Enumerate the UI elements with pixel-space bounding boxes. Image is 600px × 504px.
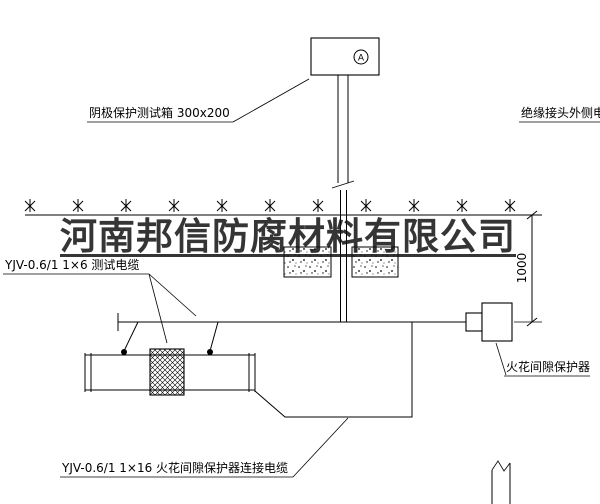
ammeter-icon [353, 49, 369, 65]
label-spark-gap-cable-text: YJV-0.6/1 1×16 火花间隙保护器连接电缆 [61, 460, 288, 475]
pipeline [84, 348, 256, 396]
leader-test-cable-1 [148, 273, 197, 317]
pipe-riser-symbol [491, 460, 511, 504]
label-spark-gap-cable: YJV-0.6/1 1×16 火花间隙保护器连接电缆 [60, 417, 349, 478]
concrete-block-left [283, 246, 332, 278]
dim-tick-top [526, 210, 538, 220]
spark-gap-protector [465, 302, 513, 342]
leader-test-box [232, 78, 310, 123]
label-test-box-text: 阴极保护测试箱 300x200 [89, 105, 230, 120]
weld-riser-right [209, 321, 219, 352]
insulating-joint [149, 348, 185, 396]
weld-riser-left [123, 321, 139, 352]
spark-gap-cable-run [254, 322, 413, 418]
leader-spark-gap [495, 342, 507, 376]
dim-tick-bottom [526, 317, 538, 327]
riser-conduit [331, 75, 355, 302]
weld-dot-left [121, 349, 127, 355]
ammeter-letter: A [358, 54, 365, 64]
ground-line [24, 198, 542, 216]
label-spark-gap-text: 火花间隙保护器 [506, 359, 590, 374]
ground-marks [24, 198, 516, 213]
dimension-text: 1000 [515, 253, 529, 284]
cathodic-test-box: A [310, 37, 380, 76]
weld-dot-right [207, 349, 213, 355]
label-test-cable: YJV-0.6/1 1×6 测试电缆 [3, 257, 197, 344]
label-outer-cable: 绝缘接头外侧电缆 [519, 105, 600, 123]
label-test-cable-text: YJV-0.6/1 1×6 测试电缆 [4, 257, 139, 272]
label-spark-gap: 火花间隙保护器 [495, 342, 590, 377]
label-test-box: 阴极保护测试箱 300x200 [87, 78, 310, 123]
concrete-block-right [351, 246, 399, 278]
break-line [491, 460, 511, 472]
break-mark [331, 180, 355, 189]
leader-test-cable-2 [148, 273, 168, 344]
dimension-1000: 1000 [514, 210, 542, 327]
leader-spark-gap-cable [292, 417, 349, 478]
label-outer-cable-text: 绝缘接头外侧电缆 [521, 105, 600, 120]
cable-runs [117, 302, 466, 418]
